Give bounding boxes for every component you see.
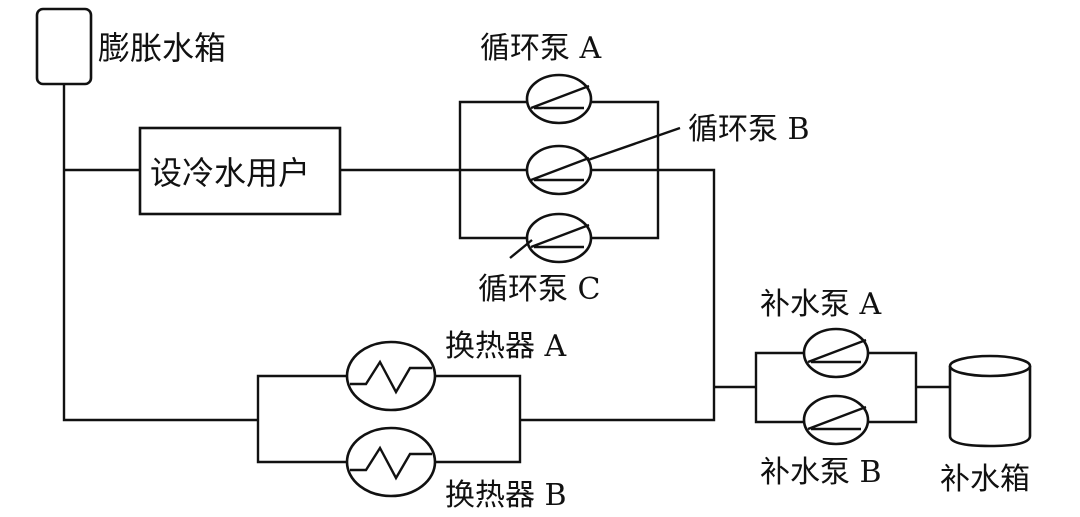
pump-b-label: 循环泵 B	[688, 112, 810, 147]
pump-a-label: 循环泵 A	[480, 31, 602, 66]
cold-water-user-box	[138, 126, 342, 216]
makeup-pump-b-label: 补水泵 B	[760, 455, 882, 490]
circulation-pump-c	[525, 212, 593, 264]
makeup-tank	[948, 354, 1032, 448]
heat-exchanger-b	[345, 426, 437, 498]
hx-a-label: 换热器 A	[445, 329, 567, 364]
expansion-tank-label: 膨胀水箱	[98, 29, 226, 67]
circulation-pump-b	[525, 144, 593, 196]
makeup-pump-b	[802, 394, 870, 446]
pump-c-leader-line	[509, 239, 533, 259]
hx-b-label: 换热器 B	[445, 478, 567, 513]
expansion-tank	[35, 7, 93, 86]
makeup-pump-a	[802, 327, 870, 379]
circulation-pump-a	[525, 73, 593, 125]
pump-c-label: 循环泵 C	[478, 272, 601, 307]
cold-water-user-label: 设冷水用户	[150, 154, 310, 192]
heat-exchanger-a	[345, 340, 437, 412]
makeup-pump-a-label: 补水泵 A	[760, 287, 882, 322]
makeup-tank-label: 补水箱	[940, 462, 1030, 497]
pump-b-leader-line	[587, 126, 681, 162]
pipe-expansion-riser	[62, 84, 258, 422]
pipe-pumps-to-riser	[520, 168, 716, 422]
